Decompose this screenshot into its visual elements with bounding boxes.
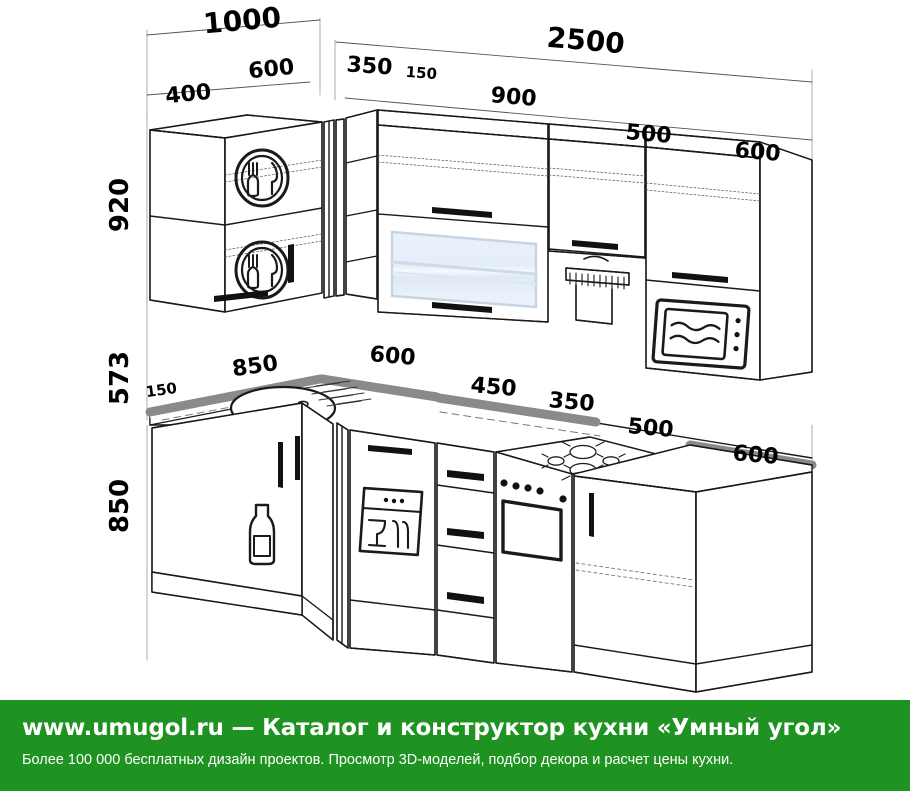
cabinet-handle	[432, 207, 492, 313]
dim-vert-850: 850	[105, 479, 135, 533]
footer-title: www.umugol.ru — Каталог и конструктор ку…	[22, 715, 842, 741]
dim-upper-150: 150	[405, 63, 437, 83]
top-dimension-lines	[146, 19, 813, 141]
cabinet-handle	[368, 445, 412, 455]
dimension-extension-lines	[146, 17, 813, 661]
oven-control-knobs	[500, 479, 567, 503]
dim-vert-150: 150	[145, 379, 179, 401]
cabinet-handle	[589, 493, 594, 537]
cabinet-handle	[672, 272, 728, 283]
bottle-icon	[248, 503, 276, 566]
microwave-icon	[651, 298, 751, 370]
drawer-stack-icon	[447, 470, 484, 604]
dimension-labels: 1000 2500 400 600 350 150 900 500 600 92…	[105, 1, 782, 533]
free-standing-cooker	[495, 436, 669, 673]
dishwasher-unit	[349, 429, 436, 656]
drawer-base-cabinet	[436, 442, 495, 664]
sink-base-cabinet	[151, 402, 334, 641]
site-footer-banner: www.umugol.ru — Каталог и конструктор ку…	[0, 700, 910, 791]
dim-counter-600: 600	[369, 342, 417, 371]
dim-top-2500: 2500	[546, 21, 627, 61]
base-cabinet-right	[573, 444, 813, 693]
corner-filler-panel	[323, 118, 345, 299]
dim-upper-600-mw: 600	[734, 138, 782, 167]
technical-drawing-canvas: 1000 2500 400 600 350 150 900 500 600 92…	[105, 1, 817, 693]
dim-upper-600: 600	[247, 55, 295, 85]
cooker-hood-icon	[569, 272, 625, 290]
upper-left-cabinet-block	[149, 114, 323, 313]
dim-upper-350: 350	[346, 52, 394, 80]
counter-edge-mid	[434, 393, 601, 427]
cabinet-handle	[214, 244, 294, 302]
dim-top-1000: 1000	[202, 1, 283, 41]
dim-vert-573: 573	[105, 351, 135, 405]
corner-open-shelf-unit	[345, 109, 378, 300]
oven-door-icon	[501, 499, 563, 562]
dim-upper-900: 900	[490, 83, 538, 112]
dim-upper-500: 500	[625, 120, 673, 149]
dim-counter-350: 350	[548, 388, 596, 417]
dim-counter-500: 500	[627, 414, 675, 443]
microwave-wall-cabinet	[645, 131, 813, 381]
glass-door-wall-cabinet	[377, 109, 549, 323]
counter-edge-left	[145, 374, 325, 417]
base-corner-filler	[336, 422, 349, 649]
cooker-hood-cabinet	[548, 123, 646, 325]
dim-vert-920: 920	[105, 178, 135, 232]
dim-counter-600-right: 600	[732, 441, 780, 470]
plate-fork-knife-icon	[234, 148, 290, 208]
cabinet-handle	[278, 436, 300, 488]
footer-subtitle: Более 100 000 бесплатных дизайн проектов…	[22, 752, 734, 768]
dim-counter-450: 450	[470, 373, 518, 402]
dishwasher-glass-plate-icon	[358, 486, 424, 557]
kitchen-elevation-svg: 1000 2500 400 600 350 150 900 500 600 92…	[105, 1, 817, 693]
drainer-grooves	[304, 380, 372, 407]
dim-counter-850: 850	[231, 351, 280, 382]
cabinet-handle	[572, 240, 618, 250]
dim-upper-400: 400	[164, 80, 212, 110]
